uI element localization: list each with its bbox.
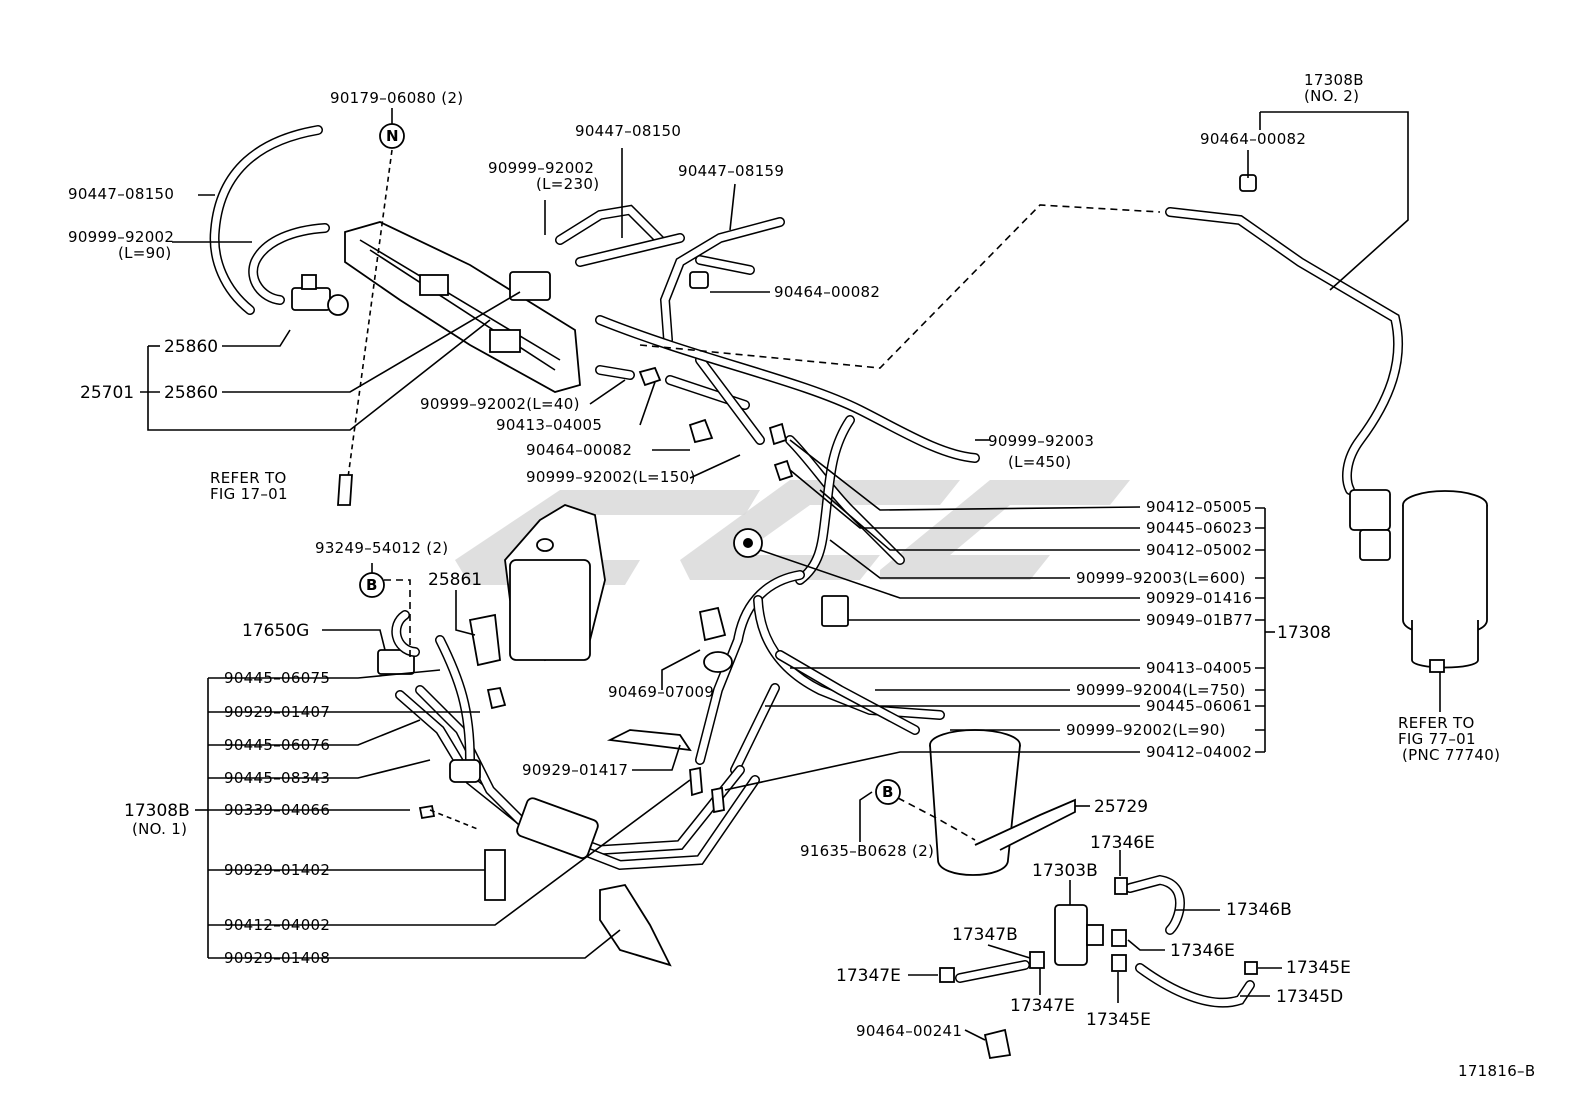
label-90999-92002-l90-a: 90999–92002 xyxy=(68,228,174,246)
label-90447-08159: 90447–08159 xyxy=(678,162,784,180)
label-25701: 25701 xyxy=(80,383,134,403)
labels: 90179–06080 (2) N 90447–08150 90999–9200… xyxy=(68,71,1535,1080)
label-25860-a: 25860 xyxy=(164,337,218,357)
label-fig-77-01: FIG 77–01 xyxy=(1398,730,1476,748)
left-lower-assembly xyxy=(377,504,760,967)
label-90445-08343: 90445–08343 xyxy=(224,769,330,787)
label-17345e-b: 17345E xyxy=(1086,1010,1151,1030)
label-90999-92004-l750: 90999–92004(L=750) xyxy=(1076,681,1246,699)
marker-n: N xyxy=(386,127,399,145)
label-17345e-a: 17345E xyxy=(1286,958,1351,978)
marker-b-left: B xyxy=(366,576,377,594)
label-25861: 25861 xyxy=(428,570,482,590)
label-17347e-b: 17347E xyxy=(1010,996,1075,1016)
label-refer-17-01: REFER TO xyxy=(210,469,287,487)
label-90464-00241: 90464–00241 xyxy=(856,1022,962,1040)
label-17346e-a: 17346E xyxy=(1090,833,1155,853)
label-90929-01407: 90929–01407 xyxy=(224,703,330,721)
label-91635-b0628: 91635–B0628 (2) xyxy=(800,842,934,860)
label-90413-04005-b: 90413–04005 xyxy=(1146,659,1252,677)
figure-code: 171816–B xyxy=(1458,1062,1535,1080)
label-90445-06061: 90445–06061 xyxy=(1146,697,1252,715)
label-90447-08150-a: 90447–08150 xyxy=(68,185,174,203)
label-90445-06075: 90445–06075 xyxy=(224,669,330,687)
label-90464-00082-a: 90464–00082 xyxy=(774,283,880,301)
label-17303b: 17303B xyxy=(1032,861,1098,881)
label-90999-92002-l230-length: (L=230) xyxy=(536,175,599,193)
label-25860-b: 25860 xyxy=(164,383,218,403)
label-17347e-a: 17347E xyxy=(836,966,901,986)
label-25729: 25729 xyxy=(1094,797,1148,817)
label-90464-00082-b: 90464–00082 xyxy=(526,441,632,459)
label-90412-05005: 90412–05005 xyxy=(1146,498,1252,516)
label-90949-01b77: 90949–01B77 xyxy=(1146,611,1253,629)
label-90413-04005-a: 90413–04005 xyxy=(496,416,602,434)
label-17308: 17308 xyxy=(1277,623,1331,643)
label-90445-06076: 90445–06076 xyxy=(224,736,330,754)
label-17308b-no1-number: (NO. 1) xyxy=(132,820,187,838)
label-90179-06080: 90179–06080 (2) xyxy=(330,89,463,107)
label-90999-92002-l90-b: 90999–92002(L=90) xyxy=(1066,721,1226,739)
label-17347b: 17347B xyxy=(952,925,1018,945)
label-90464-00082-c: 90464–00082 xyxy=(1200,130,1306,148)
label-pnc-77740: (PNC 77740) xyxy=(1402,746,1500,764)
label-90929-01408: 90929–01408 xyxy=(224,949,330,967)
label-17345d: 17345D xyxy=(1276,987,1343,1007)
label-17346b: 17346B xyxy=(1226,900,1292,920)
label-90447-08150-b: 90447–08150 xyxy=(575,122,681,140)
label-90929-01417: 90929–01417 xyxy=(522,761,628,779)
label-90339-04066: 90339–04066 xyxy=(224,801,330,819)
label-90445-06023: 90445–06023 xyxy=(1146,519,1252,537)
label-90999-92002-l150: 90999–92002(L=150) xyxy=(526,468,696,486)
label-17650g: 17650G xyxy=(242,621,309,641)
leader-lines xyxy=(140,108,1441,1041)
label-90412-04002-a: 90412–04002 xyxy=(1146,743,1252,761)
label-90999-92003-l450-length: (L=450) xyxy=(1008,453,1071,471)
upper-left-assembly xyxy=(209,125,980,506)
label-refer-77-01: REFER TO xyxy=(1398,714,1475,732)
label-17308b-no2: 17308B xyxy=(1304,71,1364,89)
label-90999-92002-l40: 90999–92002(L=40) xyxy=(420,395,580,413)
marker-b-right: B xyxy=(882,783,893,801)
label-90999-92003-l600: 90999–92003(L=600) xyxy=(1076,569,1246,587)
label-90469-07009: 90469–07009 xyxy=(608,683,714,701)
label-93249-54012: 93249–54012 (2) xyxy=(315,539,448,557)
label-90412-05002: 90412–05002 xyxy=(1146,541,1252,559)
label-17308b-no1: 17308B xyxy=(124,801,190,821)
label-90999-92002-l90-a-length: (L=90) xyxy=(118,244,172,262)
label-90929-01402: 90929–01402 xyxy=(224,861,330,879)
label-90929-01416: 90929–01416 xyxy=(1146,589,1252,607)
label-90999-92002-l230: 90999–92002 xyxy=(488,159,594,177)
label-90999-92003-l450: 90999–92003 xyxy=(988,432,1094,450)
label-17346e-b: 17346E xyxy=(1170,941,1235,961)
label-17308b-no2-number: (NO. 2) xyxy=(1304,87,1359,105)
label-fig-17-01: FIG 17–01 xyxy=(210,485,288,503)
label-90412-04002-b: 90412–04002 xyxy=(224,916,330,934)
lower-right-parts xyxy=(939,874,1258,1060)
route-line xyxy=(639,204,1161,369)
canister-assembly xyxy=(1165,174,1488,673)
